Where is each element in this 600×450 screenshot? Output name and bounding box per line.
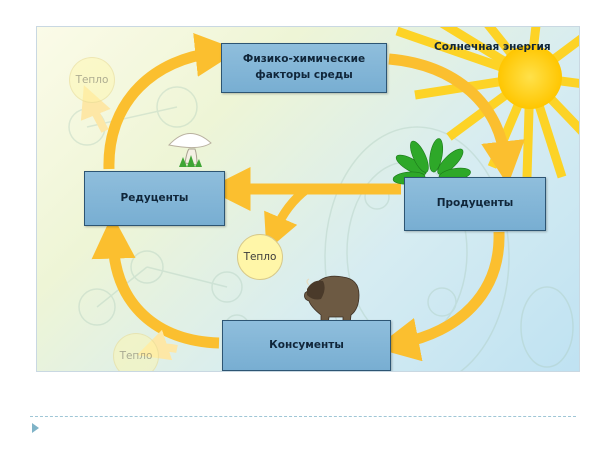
reducers-label: Редуценты	[120, 191, 189, 204]
heat-circle-faded-bottom: Тепло	[113, 333, 159, 371]
slide-divider	[30, 416, 576, 417]
reducers-box: Редуценты	[84, 171, 225, 226]
heat-label-faded-bottom: Тепло	[119, 350, 153, 362]
arrow-reducers-to-factors	[103, 33, 240, 170]
bullet-triangle-icon	[32, 423, 39, 433]
factors-label: Физико-химические факторы среды	[242, 53, 366, 81]
heat-circle: Тепло	[237, 234, 283, 280]
sun-icon	[395, 27, 579, 179]
arrow-producers-to-consumers	[375, 231, 505, 362]
heat-circle-faded-top: Тепло	[69, 57, 115, 103]
solar-energy-label: Солнечная энергия	[434, 41, 551, 53]
factors-box: Физико-химические факторы среды	[221, 43, 387, 93]
cycle-arrows	[91, 33, 525, 362]
bison-icon	[304, 275, 360, 334]
heat-label-faded-top: Тепло	[75, 74, 109, 86]
mushroom-icon	[168, 133, 212, 167]
consumers-label: Консументы	[269, 338, 344, 351]
diagram-canvas	[68, 27, 579, 371]
diagram-frame: Физико-химические факторы среды Продуцен…	[36, 26, 580, 372]
producers-label: Продуценты	[436, 197, 514, 210]
producers-box: Продуценты	[404, 177, 546, 231]
arrow-to-heat	[264, 185, 310, 251]
arrow-consumers-to-reducers	[91, 214, 220, 349]
arrow-factors-to-producers	[388, 53, 525, 186]
heat-label: Тепло	[243, 251, 277, 263]
consumers-box: Консументы	[222, 320, 391, 371]
